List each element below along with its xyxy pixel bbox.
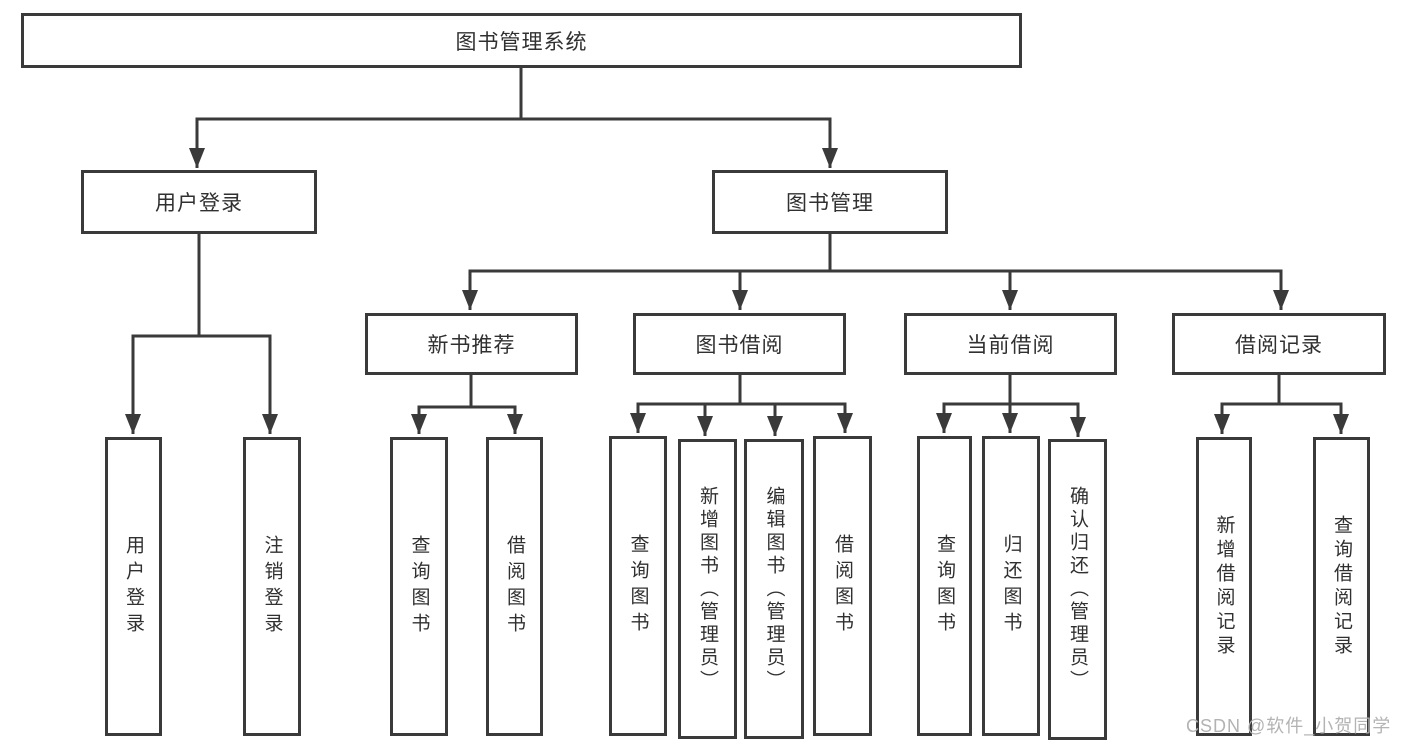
node-current-borrowing: 当前借阅 <box>904 313 1117 375</box>
leaf-confirm-return-admin: 确认归还（管理员） <box>1048 439 1107 740</box>
watermark-text: CSDN @软件_小贺同学 <box>1186 716 1392 736</box>
node-label: 用户登录 <box>123 534 144 639</box>
node-new-book-recommend: 新书推荐 <box>365 313 578 375</box>
node-label: 图书借阅 <box>695 334 784 357</box>
node-book-management: 图书管理 <box>712 170 948 234</box>
node-label: 借阅图书 <box>504 534 525 639</box>
leaf-logout: 注销登录 <box>243 437 301 736</box>
node-label: 新增借阅记录 <box>1213 514 1235 659</box>
node-label: 归还图书 <box>1000 534 1022 638</box>
node-system-root: 图书管理系统 <box>21 13 1022 68</box>
leaf-query-book-2: 查询图书 <box>609 436 667 736</box>
leaf-query-book-1: 查询图书 <box>390 437 448 736</box>
leaf-user-login: 用户登录 <box>105 437 162 736</box>
leaf-borrow-book-2: 借阅图书 <box>813 436 872 736</box>
node-label: 新书推荐 <box>427 334 516 357</box>
node-label: 查询借阅记录 <box>1331 514 1352 659</box>
leaf-add-borrow-record: 新增借阅记录 <box>1196 437 1252 736</box>
leaf-return-book: 归还图书 <box>982 436 1040 736</box>
leaf-borrow-book-1: 借阅图书 <box>486 437 543 736</box>
node-label: 图书管理系统 <box>455 30 588 54</box>
node-label: 注销登录 <box>261 534 283 639</box>
node-label: 当前借阅 <box>966 334 1055 357</box>
node-label: 借阅记录 <box>1235 334 1323 357</box>
node-label: 编辑图书（管理员） <box>763 485 785 693</box>
node-label: 确认归还（管理员） <box>1067 486 1088 693</box>
node-label: 新增图书（管理员） <box>697 485 718 693</box>
leaf-query-borrow-record: 查询借阅记录 <box>1313 437 1370 736</box>
node-label: 查询图书 <box>627 534 649 638</box>
node-label: 查询图书 <box>408 534 430 639</box>
node-label: 查询图书 <box>934 534 955 638</box>
node-label: 图书管理 <box>786 192 874 215</box>
leaf-edit-book-admin: 编辑图书（管理员） <box>744 439 804 739</box>
node-label: 用户登录 <box>155 192 243 215</box>
leaf-query-book-3: 查询图书 <box>917 436 972 736</box>
node-borrowing-records: 借阅记录 <box>1172 313 1386 375</box>
leaf-add-book-admin: 新增图书（管理员） <box>678 439 737 739</box>
node-book-borrowing: 图书借阅 <box>633 313 846 375</box>
node-label: 借阅图书 <box>832 534 853 638</box>
node-user-login: 用户登录 <box>81 170 317 234</box>
